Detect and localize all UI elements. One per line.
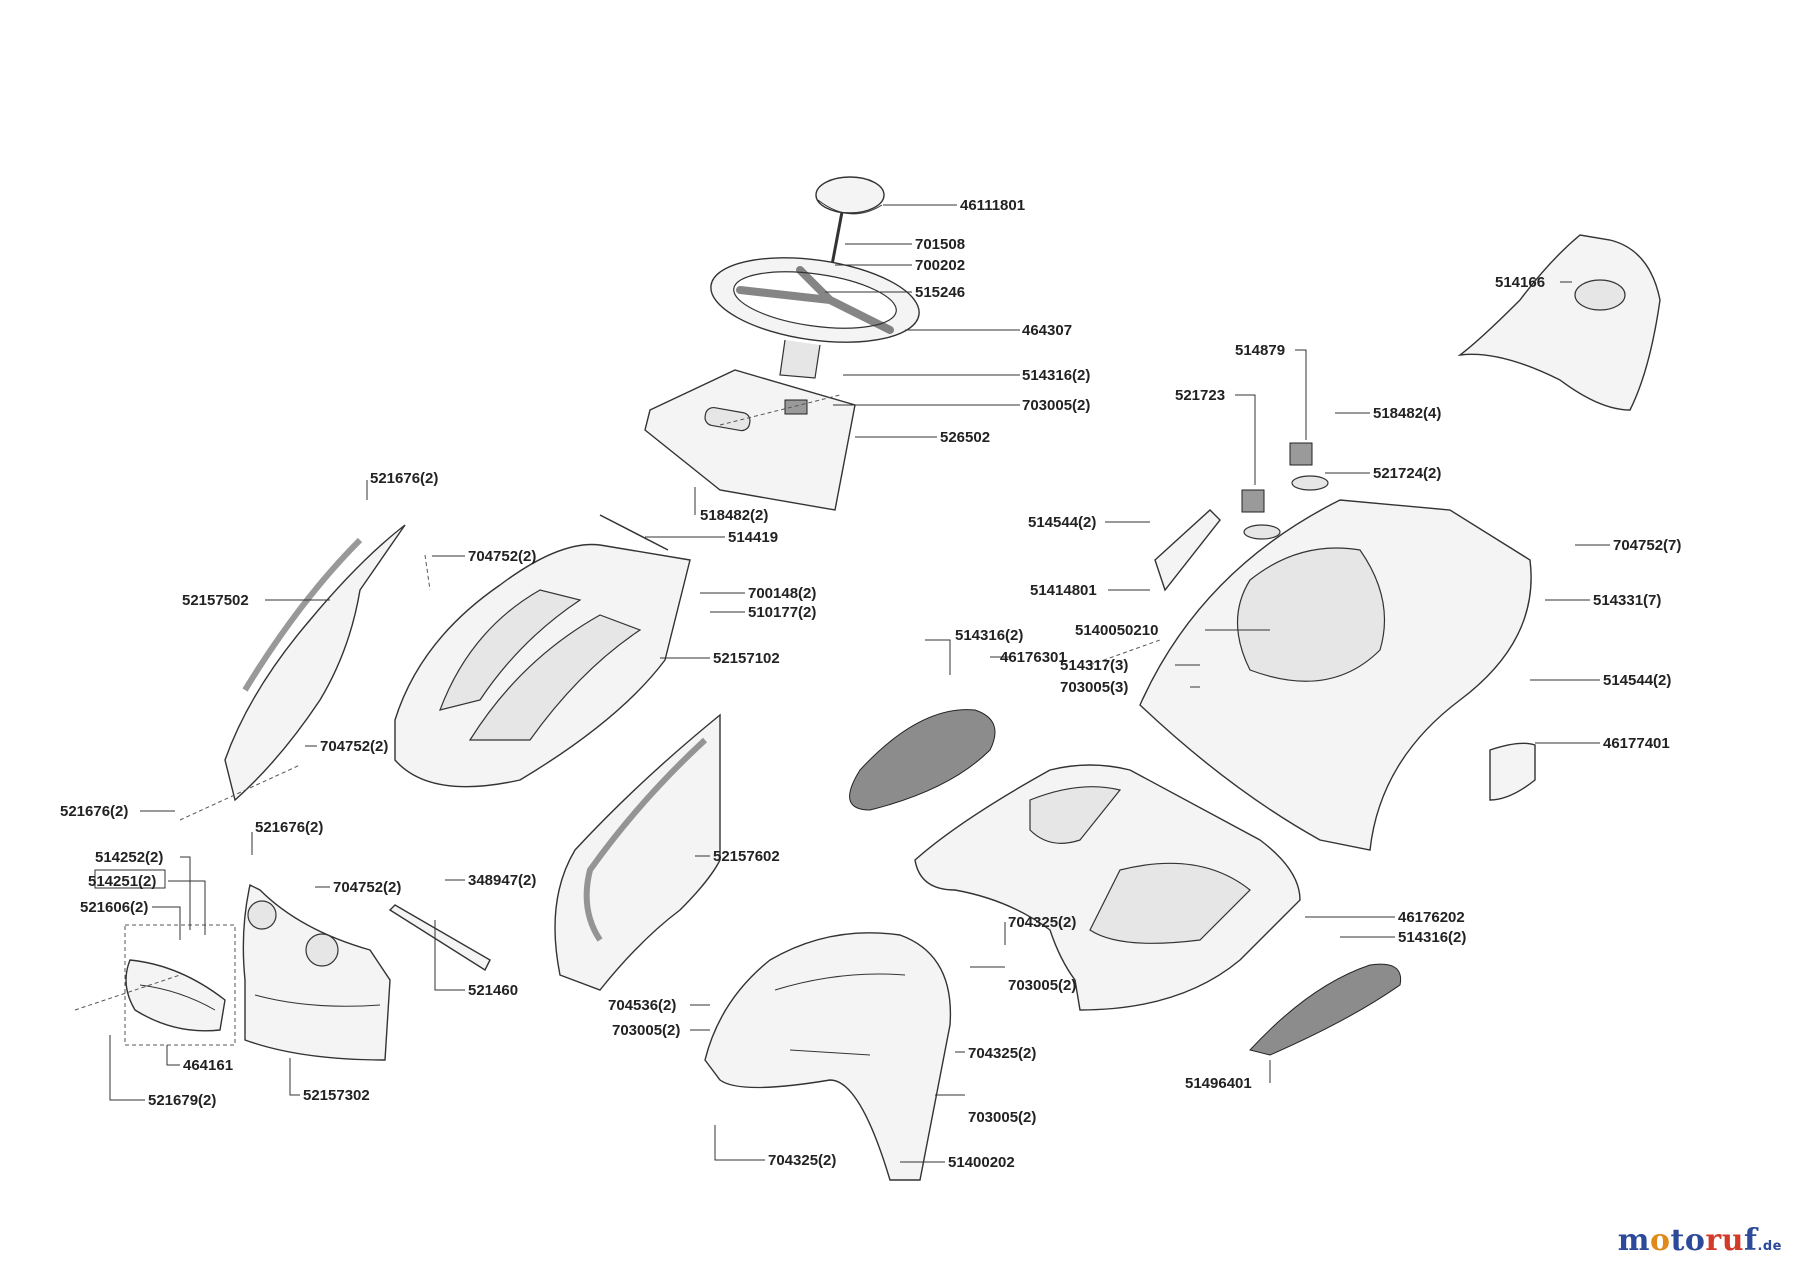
bracket-part xyxy=(388,904,491,972)
front-grille-part xyxy=(242,883,391,1061)
motoruf-logo: motoruf.de xyxy=(1617,1223,1782,1258)
part-label: 51414801 xyxy=(1030,582,1097,599)
part-labels: 46111801 701508 700202 515246 464307 514… xyxy=(60,197,1681,1171)
part-label: 704325(2) xyxy=(1008,914,1076,931)
left-footboard-part xyxy=(849,709,996,811)
part-label: 521724(2) xyxy=(1373,465,1441,482)
part-label: 52157302 xyxy=(303,1087,370,1104)
part-label: 704536(2) xyxy=(608,997,676,1014)
part-label: 464307 xyxy=(1022,322,1072,339)
part-label: 46177401 xyxy=(1603,735,1670,752)
part-label: 514252(2) xyxy=(95,849,163,866)
part-label: 700202 xyxy=(915,257,965,274)
rod-part xyxy=(599,514,669,551)
part-label: 521460 xyxy=(468,982,518,999)
part-label: 514419 xyxy=(728,529,778,546)
part-label: 521679(2) xyxy=(148,1092,216,1109)
part-label: 703005(2) xyxy=(1022,397,1090,414)
steering-bolt-part xyxy=(830,211,844,266)
front-hood-part xyxy=(394,543,691,788)
part-label: 703005(2) xyxy=(1008,977,1076,994)
part-label: 518482(2) xyxy=(700,507,768,524)
part-label: 514316(2) xyxy=(1022,367,1090,384)
part-label: 704752(2) xyxy=(320,738,388,755)
part-label: 521606(2) xyxy=(80,899,148,916)
part-label: 348947(2) xyxy=(468,872,536,889)
part-label: 704752(2) xyxy=(468,548,536,565)
front-shroud-part xyxy=(704,932,952,1181)
part-label: 515246 xyxy=(915,284,965,301)
part-label: 700148(2) xyxy=(748,585,816,602)
right-side-panel-part xyxy=(554,713,721,991)
part-label: 704325(2) xyxy=(768,1152,836,1169)
part-label: 514879 xyxy=(1235,342,1285,359)
part-label: 521676(2) xyxy=(370,470,438,487)
part-label: 514331(7) xyxy=(1593,592,1661,609)
part-label: 704752(2) xyxy=(333,879,401,896)
part-label: 514317(3) xyxy=(1060,657,1128,674)
rear-fender-part xyxy=(1139,499,1532,851)
center-body-part xyxy=(914,764,1301,1011)
left-side-panel-part xyxy=(224,524,406,802)
leader-lines xyxy=(109,204,1610,1163)
part-label: 518482(4) xyxy=(1373,405,1441,422)
seat-bracket-part xyxy=(1154,509,1221,592)
part-label: 514166 xyxy=(1495,274,1545,291)
switch-bezel-part xyxy=(1291,475,1329,491)
part-label: 514316(2) xyxy=(1398,929,1466,946)
part-label: 704752(7) xyxy=(1613,537,1681,554)
part-label: 46176301 xyxy=(1000,649,1067,666)
part-label: 51400202 xyxy=(948,1154,1015,1171)
part-label: 514316(2) xyxy=(955,627,1023,644)
part-label: 51496401 xyxy=(1185,1075,1252,1092)
part-label: 46176202 xyxy=(1398,909,1465,926)
part-label: 514251(2) xyxy=(88,873,156,890)
part-label: 703005(3) xyxy=(1060,679,1128,696)
part-label: 703005(2) xyxy=(968,1109,1036,1126)
part-label: 521676(2) xyxy=(255,819,323,836)
part-label: 514544(2) xyxy=(1603,672,1671,689)
dashboard-panel-part xyxy=(644,369,856,511)
headlight-lens-part xyxy=(124,924,236,1046)
steering-wheel-part xyxy=(710,257,920,379)
switch-bezel-part xyxy=(1243,524,1281,540)
part-label: 514544(2) xyxy=(1028,514,1096,531)
part-label: 526502 xyxy=(940,429,990,446)
part-label: 521676(2) xyxy=(60,803,128,820)
seat-part xyxy=(1457,234,1661,411)
part-label: 46111801 xyxy=(960,197,1025,214)
part-label: 704325(2) xyxy=(968,1045,1036,1062)
part-label: 510177(2) xyxy=(748,604,816,621)
highlight-box xyxy=(94,869,166,889)
part-label: 464161 xyxy=(183,1057,233,1074)
part-label: 5140050210 xyxy=(1075,622,1158,639)
switch-part xyxy=(1289,442,1313,466)
right-footboard-part xyxy=(1249,963,1402,1056)
switch-part xyxy=(1241,489,1265,513)
cover-part xyxy=(1489,742,1536,801)
part-label: 701508 xyxy=(915,236,965,253)
part-label: 52157102 xyxy=(713,650,780,667)
part-label: 703005(2) xyxy=(612,1022,680,1039)
part-label: 521723 xyxy=(1175,387,1225,404)
part-label: 52157502 xyxy=(182,592,249,609)
steering-cap-part xyxy=(815,176,885,215)
part-label: 52157602 xyxy=(713,848,780,865)
